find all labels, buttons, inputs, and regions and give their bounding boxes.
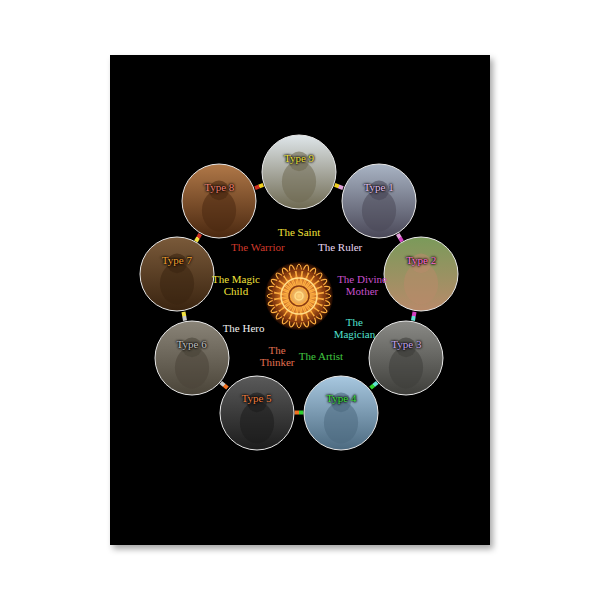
type-label: Type 9	[284, 152, 314, 164]
type-circle: Type 8The Warrior	[181, 163, 257, 239]
type-circle: Type 6The Hero	[154, 320, 230, 396]
portrait-circle	[368, 320, 444, 396]
portrait-circle	[383, 236, 459, 312]
archetype-label: The Magician	[327, 316, 381, 340]
portrait-circle	[261, 134, 337, 210]
type-label: Type 5	[242, 392, 272, 404]
portrait-circle	[139, 236, 215, 312]
archetype-label: The Divine Mother	[335, 273, 389, 297]
archetype-label: The Saint	[272, 226, 326, 238]
portrait-circle	[181, 163, 257, 239]
archetype-label: The Magic Child	[209, 273, 263, 297]
type-circle: Type 3The Magician	[368, 320, 444, 396]
type-circle: Type 7The Magic Child	[139, 236, 215, 312]
ring-segment	[335, 185, 343, 188]
ring-segment	[413, 312, 415, 321]
type-circle: Type 4The Artist	[303, 375, 379, 451]
type-circle: Type 2The Divine Mother	[383, 236, 459, 312]
type-label: Type 3	[391, 338, 421, 350]
type-label: Type 2	[406, 254, 436, 266]
archetype-label: The Artist	[294, 350, 348, 362]
ring-segment	[295, 411, 304, 415]
ring-segment	[255, 185, 263, 188]
type-circle: Type 1The Ruler	[341, 163, 417, 239]
archetype-label: The Warrior	[231, 241, 285, 253]
archetype-label: The Thinker	[250, 344, 304, 368]
ring-segment	[398, 234, 402, 242]
portrait-circle	[303, 375, 379, 451]
ring-segment	[183, 312, 185, 321]
portrait-circle	[219, 375, 295, 451]
type-label: Type 4	[326, 392, 356, 404]
type-label: Type 7	[162, 254, 192, 266]
ring-segment	[221, 382, 228, 388]
ring-segment	[196, 234, 200, 242]
portrait-circle	[154, 320, 230, 396]
poster-panel	[110, 55, 490, 545]
type-label: Type 8	[204, 181, 234, 193]
mandala	[265, 262, 333, 330]
type-circle: Type 9The Saint	[261, 134, 337, 210]
type-circle: Type 5The Thinker	[219, 375, 295, 451]
type-label: Type 6	[177, 338, 207, 350]
archetype-label: The Hero	[217, 322, 271, 334]
type-label: Type 1	[364, 181, 394, 193]
portrait-circle	[341, 163, 417, 239]
archetype-label: The Ruler	[313, 241, 367, 253]
ring-segment	[371, 382, 378, 388]
